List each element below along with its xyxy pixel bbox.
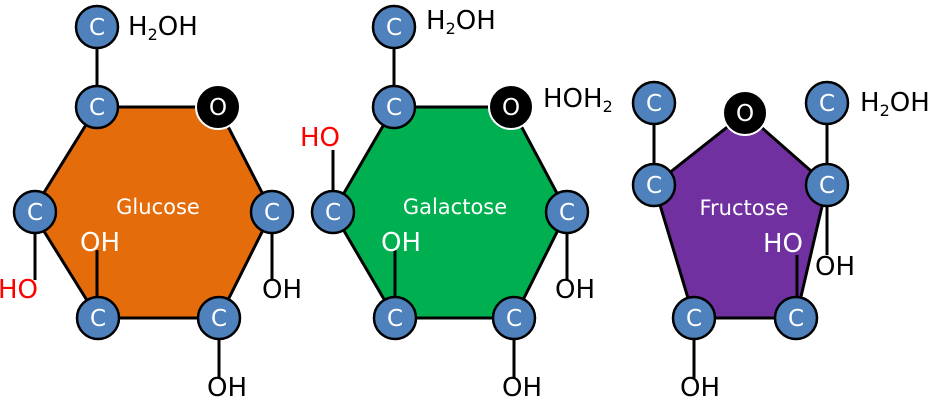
oxygen-circle bbox=[488, 84, 534, 130]
carbon-circle bbox=[75, 295, 121, 341]
carbon-atom: C bbox=[12, 189, 58, 235]
carbon-symbol: C bbox=[788, 306, 804, 332]
carbon-symbol: C bbox=[89, 95, 105, 121]
carbon-atom: C bbox=[491, 295, 537, 341]
carbon-symbol: C bbox=[90, 306, 106, 332]
carbon-circle bbox=[12, 189, 58, 235]
carbon-symbol: C bbox=[686, 306, 702, 332]
oxygen-circle bbox=[722, 90, 768, 136]
functional-group-label: H2OH bbox=[128, 12, 198, 44]
carbon-circle bbox=[196, 295, 242, 341]
carbon-circle bbox=[310, 189, 356, 235]
carbon-symbol: C bbox=[819, 173, 835, 199]
fructose-label: Fructose bbox=[700, 196, 789, 220]
carbon-atom: C bbox=[804, 80, 850, 126]
carbon-circle bbox=[544, 189, 590, 235]
atoms: C C O C C C C C C O C C C C C O C C C C C bbox=[12, 4, 850, 341]
carbon-circle bbox=[249, 189, 295, 235]
carbon-atom: C bbox=[74, 4, 120, 50]
functional-group-label: OH bbox=[502, 373, 542, 403]
carbon-circle bbox=[372, 295, 418, 341]
carbon-circle bbox=[804, 162, 850, 208]
carbon-circle bbox=[371, 4, 417, 50]
carbon-symbol: C bbox=[89, 15, 105, 41]
functional-groups: H2OH OH HO OH OH H2OH HO OH OH OH HOH2 H2OH HO OH OH bbox=[0, 6, 930, 403]
glucose-label: Glucose bbox=[116, 195, 200, 219]
functional-group-label: HO bbox=[300, 123, 340, 153]
functional-group-label: OH bbox=[555, 275, 595, 305]
carbon-symbol: C bbox=[387, 306, 403, 332]
functional-group-label: OH bbox=[815, 252, 855, 282]
carbon-atom: C bbox=[310, 189, 356, 235]
carbon-atom: C bbox=[631, 162, 677, 208]
carbon-atom: C bbox=[196, 295, 242, 341]
oxygen-symbol: O bbox=[736, 101, 754, 127]
carbon-atom: C bbox=[371, 84, 417, 130]
carbon-circle bbox=[491, 295, 537, 341]
oxygen-symbol: O bbox=[209, 95, 227, 121]
carbon-atom: C bbox=[544, 189, 590, 235]
carbon-atom: C bbox=[75, 295, 121, 341]
carbon-circle bbox=[631, 162, 677, 208]
functional-group-label: OH bbox=[381, 228, 421, 258]
oxygen-atom: O bbox=[488, 84, 534, 130]
functional-group-label: HOH2 bbox=[543, 84, 613, 116]
carbon-circle bbox=[371, 84, 417, 130]
carbon-circle bbox=[804, 80, 850, 126]
carbon-symbol: C bbox=[559, 200, 575, 226]
oxygen-atom: O bbox=[722, 90, 768, 136]
carbon-atom: C bbox=[773, 295, 819, 341]
functional-group-label: OH bbox=[207, 373, 247, 403]
carbon-atom: C bbox=[804, 162, 850, 208]
galactose-label: Galactose bbox=[403, 195, 507, 219]
oxygen-atom: O bbox=[195, 84, 241, 130]
carbon-atom: C bbox=[631, 80, 677, 126]
carbon-symbol: C bbox=[506, 306, 522, 332]
carbon-symbol: C bbox=[819, 91, 835, 117]
carbon-atom: C bbox=[371, 4, 417, 50]
functional-group-label: OH bbox=[80, 228, 120, 258]
carbon-symbol: C bbox=[325, 200, 341, 226]
functional-group-label: H2OH bbox=[426, 6, 496, 38]
carbon-symbol: C bbox=[646, 91, 662, 117]
carbon-atom: C bbox=[372, 295, 418, 341]
carbon-atom: C bbox=[671, 295, 717, 341]
carbon-symbol: C bbox=[211, 306, 227, 332]
functional-group-label: H2OH bbox=[860, 88, 930, 120]
carbon-atom: C bbox=[249, 189, 295, 235]
functional-group-label: HO bbox=[763, 229, 803, 259]
carbon-circle bbox=[671, 295, 717, 341]
carbon-symbol: C bbox=[646, 173, 662, 199]
carbon-circle bbox=[74, 84, 120, 130]
oxygen-symbol: O bbox=[502, 95, 520, 121]
functional-group-label: OH bbox=[262, 275, 302, 305]
carbon-symbol: C bbox=[386, 95, 402, 121]
carbon-symbol: C bbox=[264, 200, 280, 226]
carbon-symbol: C bbox=[386, 15, 402, 41]
carbon-circle bbox=[773, 295, 819, 341]
functional-group-label: HO bbox=[0, 275, 38, 305]
carbon-circle bbox=[631, 80, 677, 126]
oxygen-circle bbox=[195, 84, 241, 130]
carbon-atom: C bbox=[74, 84, 120, 130]
carbon-circle bbox=[74, 4, 120, 50]
functional-group-label: OH bbox=[680, 373, 720, 403]
carbon-symbol: C bbox=[27, 200, 43, 226]
